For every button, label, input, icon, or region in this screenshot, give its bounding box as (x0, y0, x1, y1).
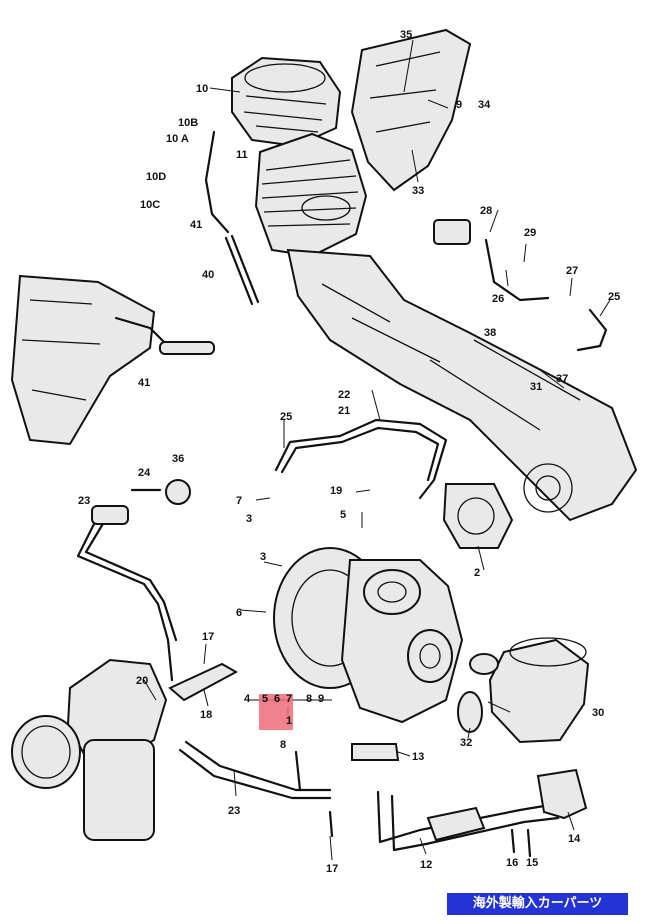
hose-40-part (230, 234, 260, 304)
callout-41-top: 41 (190, 219, 202, 231)
flange-28-part (433, 219, 471, 245)
hose-25-mid-b-part (280, 426, 440, 482)
callout-22: 22 (338, 389, 350, 401)
callout-10: 10 (196, 83, 208, 95)
callout-28: 28 (480, 205, 492, 217)
bolt-16-part (510, 828, 516, 854)
exhaust-manifold-part (286, 248, 638, 522)
callout-1: 1 (286, 715, 292, 727)
hose-41-part (159, 341, 215, 355)
hose-18-part (168, 662, 239, 702)
callout-5: 5 (340, 509, 346, 521)
callout-8: 8 (306, 693, 312, 705)
bolt-17-part (328, 810, 334, 838)
union-8-part (294, 750, 302, 792)
hose-26-part (484, 238, 550, 302)
callout-8-bottom: 8 (280, 739, 286, 751)
callout-38: 38 (484, 327, 496, 339)
flange-14-part (536, 768, 588, 820)
elbow-30-part (488, 637, 590, 744)
callout-9-top: 9 (456, 99, 462, 111)
callout-10d: 10D (146, 171, 166, 183)
callout-33: 33 (412, 185, 424, 197)
callout-14: 14 (568, 833, 581, 845)
charge-air-cooler-part (254, 132, 368, 258)
callout-11: 11 (236, 149, 248, 161)
callout-27: 27 (566, 265, 578, 277)
callout-4: 4 (244, 693, 251, 705)
callout-17-bottom: 17 (326, 863, 338, 875)
callout-35: 35 (400, 29, 412, 41)
oil-filter-housing-part (11, 658, 168, 841)
callout-23-bottom: 23 (228, 805, 240, 817)
callout-31: 31 (530, 381, 542, 393)
callout-10b: 10B (178, 117, 198, 129)
callout-40: 40 (202, 269, 214, 281)
callout-26: 26 (492, 293, 504, 305)
callout-30: 30 (592, 707, 604, 719)
callout-10a: 10 A (166, 133, 189, 145)
clamp-32-part (457, 691, 483, 733)
hose-25-right-part (576, 308, 608, 352)
callout-7-left: 7 (236, 495, 242, 507)
callout-10c: 10C (140, 199, 160, 211)
hose-25-mid-part (274, 418, 448, 500)
brand-banner: 海外製輸入カーパーツ (447, 893, 628, 915)
oil-line-23-part (76, 518, 174, 682)
callout-5b: 5 (262, 693, 268, 705)
bolt-15-part (526, 828, 532, 858)
callout-16: 16 (506, 857, 518, 869)
oil-line-23-b-part (84, 520, 178, 642)
callout-12: 12 (420, 859, 432, 871)
clamp-31-part (469, 653, 499, 675)
callout-37: 37 (556, 373, 568, 385)
callout-34: 34 (478, 99, 491, 111)
callout-6b: 6 (274, 693, 280, 705)
return-line-23-part (184, 740, 332, 792)
turbocharger-part (273, 547, 464, 724)
union-23-part (91, 505, 129, 525)
union-36-part (165, 479, 191, 505)
callout-7: 7 (286, 693, 292, 705)
highlight-box (259, 694, 293, 730)
callout-3-left: 3 (246, 513, 252, 525)
return-line-23-b-part (178, 748, 332, 800)
callout-24-left: 24 (138, 467, 151, 479)
callout-18: 18 (200, 709, 212, 721)
callout-21: 21 (338, 405, 350, 417)
gasket-13-part (351, 743, 400, 761)
callout-13: 13 (412, 751, 424, 763)
gasket-2-part (442, 483, 514, 549)
callout-25-mid: 25 (280, 411, 292, 423)
callout-6: 6 (236, 607, 242, 619)
heat-shield-part (350, 28, 472, 192)
callout-29: 29 (524, 227, 536, 239)
pipe-12-part (376, 790, 560, 852)
callout-41-left: 41 (138, 377, 150, 389)
callout-15: 15 (526, 857, 538, 869)
callout-2: 2 (474, 567, 480, 579)
callout-labels: 10 10B 10 A 10D 10C 11 41 40 35 34 9 33 … (78, 29, 620, 875)
callout-3: 3 (260, 551, 266, 563)
callout-9: 9 (318, 693, 324, 705)
hose-40b-part (224, 236, 254, 306)
callout-19: 19 (330, 485, 342, 497)
callout-17-top: 17 (202, 631, 214, 643)
intake-housing-part (231, 56, 342, 148)
intake-manifold-part (10, 274, 208, 446)
callout-32: 32 (460, 737, 472, 749)
callout-23-left: 23 (78, 495, 90, 507)
callout-20: 20 (136, 675, 148, 687)
callout-25-right: 25 (608, 291, 620, 303)
callout-36: 36 (172, 453, 184, 465)
breather-tube-part (204, 130, 230, 234)
